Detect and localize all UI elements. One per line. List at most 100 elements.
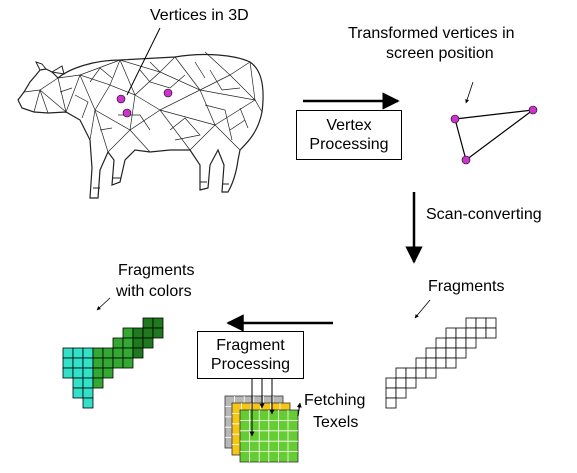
colored-fragment-cell bbox=[72, 377, 84, 389]
fragment-cell bbox=[415, 357, 427, 369]
vertex-dot bbox=[528, 105, 538, 115]
colored-fragment-cell bbox=[62, 347, 74, 359]
fetching-label-line2: Texels bbox=[313, 414, 359, 431]
fragment-cell bbox=[455, 347, 467, 359]
texture-layer-green bbox=[239, 409, 299, 463]
colored-fragment-cell bbox=[82, 367, 94, 379]
colored-fragment-cell bbox=[142, 317, 154, 329]
fragment-cell bbox=[405, 367, 417, 379]
fragment-cell bbox=[465, 327, 477, 339]
fragment-cell bbox=[475, 317, 487, 329]
transformed-label-line1: Transformed vertices in bbox=[348, 25, 515, 42]
vertex-dot bbox=[450, 114, 460, 124]
colored-fragment-cell bbox=[72, 357, 84, 369]
colored-fragment-cell bbox=[82, 397, 94, 409]
colored-fragment-grid bbox=[62, 317, 164, 409]
fragment-cell bbox=[475, 327, 487, 339]
transformed-pointer-arrow bbox=[465, 81, 474, 104]
fragment-cell bbox=[425, 347, 437, 359]
fragment-processing-box: Fragment Processing bbox=[197, 331, 304, 379]
vertex-processing-box: Vertex Processing bbox=[296, 110, 402, 160]
texture-stack bbox=[224, 395, 299, 463]
colored-fragment-cell bbox=[92, 367, 104, 379]
cow-wireframe-image bbox=[17, 51, 264, 199]
fragment-processing-label-line2: Processing bbox=[210, 356, 291, 373]
transformed-triangle bbox=[454, 109, 536, 162]
colored-fragment-cell bbox=[92, 347, 104, 359]
colored-fragment-cell bbox=[92, 377, 104, 389]
texel-fetch-arrows bbox=[249, 372, 302, 437]
colored-fragment-cell bbox=[112, 357, 124, 369]
vertices-3d-label: Vertices in 3D bbox=[150, 7, 249, 24]
vertex-dot bbox=[461, 155, 471, 165]
vertex-dot bbox=[163, 88, 173, 98]
colored-fragment-cell bbox=[122, 347, 134, 359]
colored-fragment-cell bbox=[102, 347, 114, 359]
fragments-pointer-arrow bbox=[414, 299, 431, 319]
fragment-cell bbox=[485, 317, 497, 329]
colored-fragment-cell bbox=[122, 327, 134, 339]
vertex-dot bbox=[116, 94, 126, 104]
fragments-colors-label-line2: with colors bbox=[116, 283, 192, 300]
colored-fragment-cell bbox=[122, 337, 134, 349]
colored-fragment-cell bbox=[82, 357, 94, 369]
triangle-vertex-dots bbox=[450, 105, 538, 165]
fragment-cell bbox=[425, 367, 437, 379]
colored-fragment-cell bbox=[112, 347, 124, 359]
fragment-cell bbox=[465, 317, 477, 329]
fragment-cell bbox=[435, 357, 447, 369]
fragment-cell bbox=[405, 377, 417, 389]
fragment-cell bbox=[395, 387, 407, 399]
fragment-cell bbox=[425, 357, 437, 369]
colored-fragment-cell bbox=[132, 337, 144, 349]
colored-fragment-cell bbox=[142, 337, 154, 349]
fragments-colors-label-line1: Fragments bbox=[118, 262, 195, 279]
vertex-processing-label-line1: Vertex bbox=[326, 117, 372, 134]
fragments-colors-pointer-arrow bbox=[96, 297, 111, 311]
fragment-cell bbox=[415, 367, 427, 379]
fragment-cell bbox=[445, 347, 457, 359]
vertices-pointer-line bbox=[126, 27, 161, 96]
fragment-cell bbox=[385, 387, 397, 399]
fragment-cell bbox=[385, 397, 397, 409]
colored-fragment-cell bbox=[122, 357, 134, 369]
vertex-dot bbox=[122, 108, 132, 118]
fragment-cell bbox=[435, 347, 447, 359]
colored-fragment-cell bbox=[72, 347, 84, 359]
colored-fragment-cell bbox=[132, 347, 144, 359]
colored-fragment-cell bbox=[82, 387, 94, 399]
colored-fragment-cell bbox=[152, 317, 164, 329]
fragment-cell bbox=[445, 357, 457, 369]
fetching-label-line1: Fetching bbox=[304, 392, 366, 409]
colored-fragment-cell bbox=[132, 327, 144, 339]
vertex-processing-label-line2: Processing bbox=[309, 136, 389, 153]
fragment-cell bbox=[385, 377, 397, 389]
fragment-cell bbox=[435, 337, 447, 349]
scan-converting-label: Scan-converting bbox=[426, 206, 542, 223]
colored-fragment-cell bbox=[82, 347, 94, 359]
fragment-cell bbox=[445, 337, 457, 349]
cow-vertex-dots bbox=[116, 88, 173, 118]
colored-fragment-cell bbox=[102, 367, 114, 379]
transformed-label-line2: screen position bbox=[386, 45, 494, 62]
colored-fragment-cell bbox=[102, 357, 114, 369]
colored-fragment-cell bbox=[62, 367, 74, 379]
colored-fragment-cell bbox=[152, 327, 164, 339]
colored-fragment-cell bbox=[72, 387, 84, 399]
fragment-cell bbox=[395, 377, 407, 389]
colored-fragment-cell bbox=[142, 327, 154, 339]
colored-fragment-cell bbox=[112, 337, 124, 349]
fragments-label: Fragments bbox=[428, 278, 505, 295]
fragment-cell bbox=[485, 327, 497, 339]
fragment-cell bbox=[465, 337, 477, 349]
fragment-cell bbox=[445, 327, 457, 339]
colored-fragment-cell bbox=[72, 367, 84, 379]
colored-fragment-cell bbox=[92, 357, 104, 369]
colored-fragment-cell bbox=[62, 357, 74, 369]
fragment-cell bbox=[455, 327, 467, 339]
fragment-cell bbox=[395, 367, 407, 379]
fragment-cell bbox=[455, 337, 467, 349]
fragment-processing-label-line1: Fragment bbox=[216, 337, 285, 354]
